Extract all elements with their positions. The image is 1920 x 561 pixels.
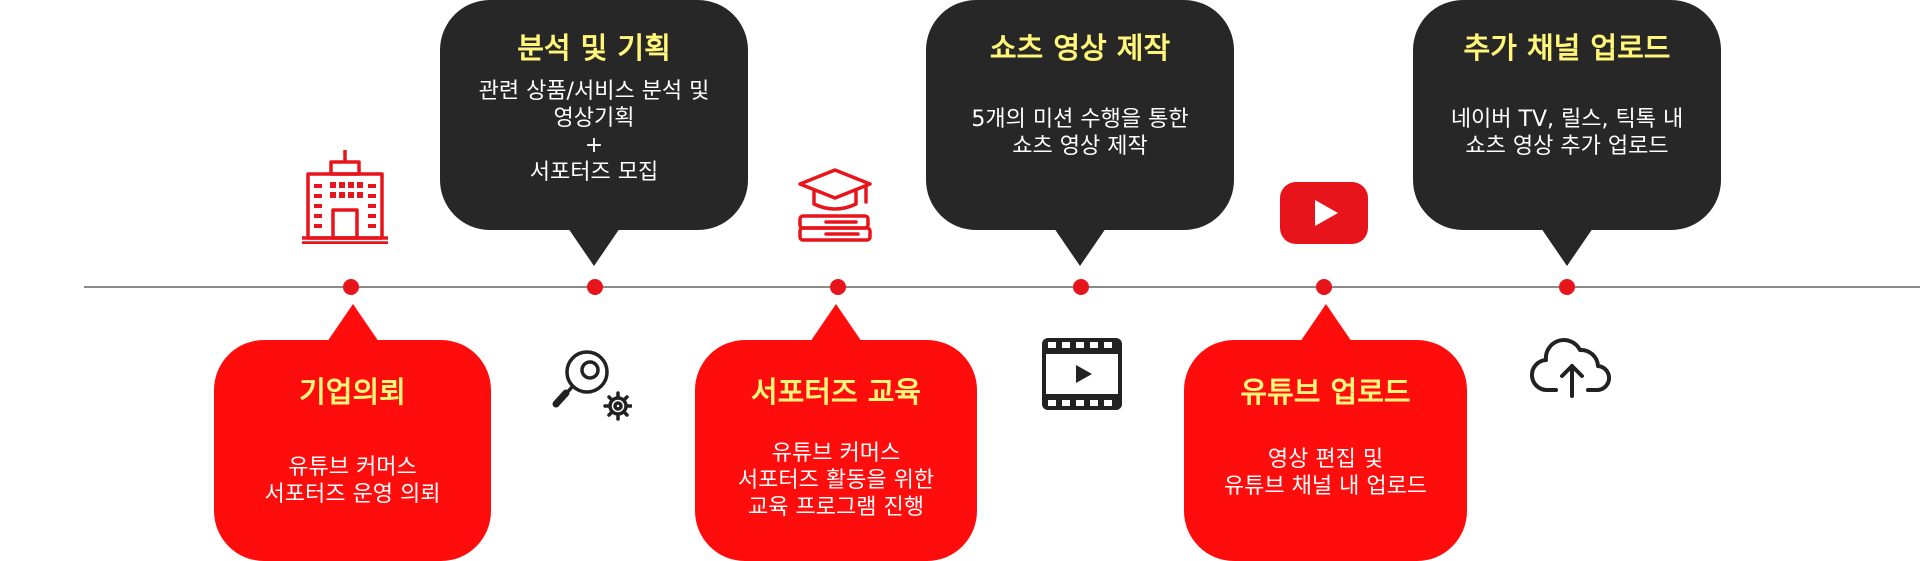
step-2-desc: 관련 상품/서비스 분석 및 영상기획 + 서포터즈 모집 — [478, 79, 710, 185]
bubble-tail — [326, 304, 379, 342]
timeline-line — [84, 286, 1920, 288]
step-5-bubble: 유튜브 업로드 영상 편집 및 유튜브 채널 내 업로드 — [1184, 304, 1467, 561]
step-1-bubble: 기업의뢰 유튜브 커머스 서포터즈 운영 의뢰 — [214, 304, 491, 561]
step-6-title: 추가 채널 업로드 — [1463, 31, 1671, 65]
step-5-desc: 영상 편집 및 유튜브 채널 내 업로드 — [1223, 447, 1428, 499]
graduation-cap-books-icon — [798, 168, 872, 242]
bubble-tail — [1299, 304, 1352, 342]
bubble-tail — [1054, 228, 1106, 266]
step-4-desc: 5개의 미션 수행을 통한 쇼츠 영상 제작 — [971, 107, 1189, 159]
timeline-dot-1 — [343, 279, 359, 295]
bubble-tail — [1541, 228, 1593, 266]
youtube-play-icon — [1280, 182, 1368, 244]
timeline-dot-5 — [1316, 279, 1332, 295]
step-1-title: 기업의뢰 — [299, 375, 406, 409]
timeline-dot-4 — [1073, 279, 1089, 295]
timeline-dot-6 — [1559, 279, 1575, 295]
step-3-desc: 유튜브 커머스 서포터즈 활동을 위한 교육 프로그램 진행 — [737, 441, 935, 520]
timeline-dot-3 — [830, 279, 846, 295]
step-4-bubble: 쇼츠 영상 제작 5개의 미션 수행을 통한 쇼츠 영상 제작 — [926, 0, 1234, 266]
step-6-desc: 네이버 TV, 릴스, 틱톡 내 쇼츠 영상 추가 업로드 — [1450, 107, 1684, 159]
step-4-title: 쇼츠 영상 제작 — [989, 31, 1171, 65]
step-1-desc: 유튜브 커머스 서포터즈 운영 의뢰 — [264, 455, 441, 507]
step-6-bubble: 추가 채널 업로드 네이버 TV, 릴스, 틱톡 내 쇼츠 영상 추가 업로드 — [1413, 0, 1721, 266]
bubble-tail — [810, 304, 862, 342]
film-strip-play-icon — [1042, 338, 1122, 410]
timeline-dot-2 — [587, 279, 603, 295]
magnifier-gear-icon — [552, 350, 632, 421]
building-icon — [302, 150, 388, 244]
step-3-bubble: 서포터즈 교육 유튜브 커머스 서포터즈 활동을 위한 교육 프로그램 진행 — [695, 304, 977, 561]
cloud-upload-icon — [1530, 338, 1611, 398]
step-2-title: 분석 및 기획 — [517, 31, 671, 65]
step-5-title: 유튜브 업로드 — [1240, 375, 1411, 409]
step-3-title: 서포터즈 교육 — [750, 375, 922, 409]
step-2-bubble: 분석 및 기획 관련 상품/서비스 분석 및 영상기획 + 서포터즈 모집 — [440, 0, 748, 266]
bubble-tail — [568, 228, 620, 266]
